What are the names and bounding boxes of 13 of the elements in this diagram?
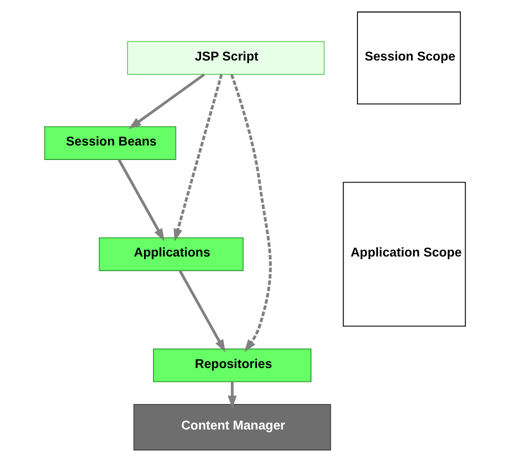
node-box: Session Scope — [357, 12, 461, 104]
node-box: Repositories — [153, 348, 312, 382]
node-box: Session Beans — [44, 126, 176, 160]
arrow — [230, 74, 272, 352]
node-box: Applications — [98, 237, 244, 272]
arrow — [128, 73, 205, 130]
arrow — [178, 270, 226, 352]
node-box: JSP Script — [127, 41, 325, 75]
arrow — [118, 159, 164, 242]
node-box: Application Scope — [342, 182, 466, 327]
arrow — [228, 382, 237, 408]
arrow — [174, 74, 223, 242]
node-box: Content Manager — [133, 404, 332, 450]
